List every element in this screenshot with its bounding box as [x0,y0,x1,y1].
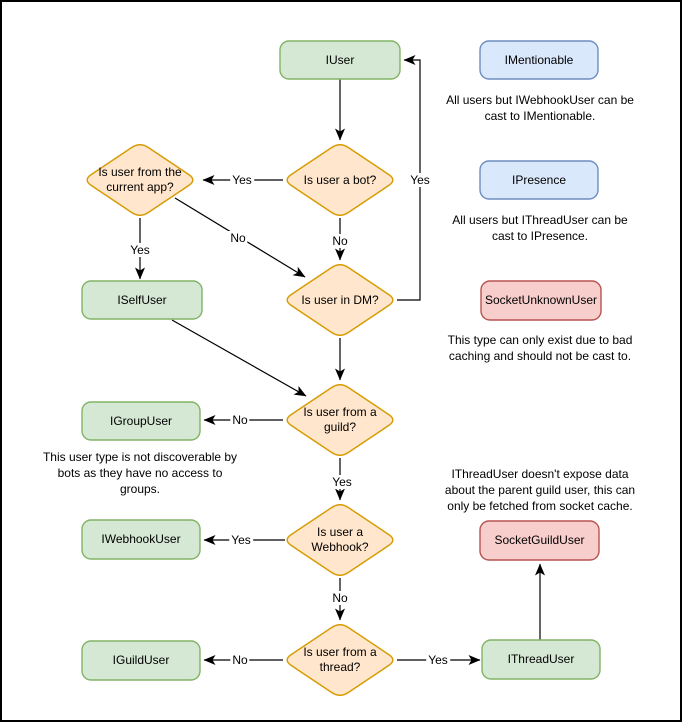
edge-label-dm-yes: Yes [408,173,432,187]
decision-is-guild-label: Is user from a guild? [303,405,377,434]
node-iwebhookuser [81,519,201,560]
annotation-imentionable: All users but IWebhookUser can be cast t… [420,92,660,124]
node-igroupuser [81,401,201,441]
node-iguilduser-label: IGuildUser [112,653,170,667]
annotation-line: This type can only exist due to bad [447,333,633,347]
annotation-line: All users but IThreadUser can be [452,213,628,227]
edge-label-webhook-yes: Yes [229,533,253,547]
node-iselfuser [81,280,203,320]
node-iwebhookuser-label: IWebhookUser [101,532,181,546]
edge-iselfuser-to-is-guild [171,319,307,397]
node-ipresence-label: IPresence [511,172,567,187]
edge-label-guild-no: No [230,413,250,427]
node-ithreaduser-label: IThreadUser [507,652,575,666]
annotation-line: IThreadUser doesn't expose data [451,467,629,481]
edge-label-guild-yes: Yes [330,475,354,489]
node-iselfuser-label: ISelfUser [117,292,167,307]
annotation-line: only be fetched from socket cache. [447,499,633,513]
node-igroupuser-label: IGroupUser [109,413,173,428]
node-socketunknownuser [480,280,602,321]
decision-is-current-app [86,144,194,216]
node-iguilduser [81,640,201,681]
decision-is-bot-label: Is user a bot? [303,172,377,187]
decision-is-webhook-label: Is user a Webhook? [311,525,369,554]
annotation-ithreaduser: IThreadUser doesn't expose data about th… [420,466,660,514]
node-ipresence [479,160,599,200]
node-ithreaduser [481,639,601,680]
decision-is-current-app-label: Is user from the current app? [98,165,182,194]
edge-label-webhook-no: No [330,591,350,605]
node-imentionable-label: IMentionable [504,52,574,67]
annotation-line: caching and should not be cast to. [448,349,632,363]
edge-label-bot-no: No [330,234,350,248]
node-imentionable [479,40,599,80]
decision-is-dm-label: Is user in DM? [301,292,379,307]
edge-label-thread-yes: Yes [426,653,450,667]
edge-label-current-app-yes: Yes [128,243,152,257]
node-iuser-label: IUser [325,52,355,67]
decision-is-guild [286,384,394,456]
annotation-line: cast to IPresence. [491,229,589,243]
annotation-line: cast to IMentionable. [484,109,596,123]
annotation-line: All users but IWebhookUser can be [446,93,634,107]
edge-label-current-app-no: No [228,231,248,245]
edge-label-bot-yes: Yes [230,173,254,187]
annotation-line: bots as they have no access to [57,466,223,480]
annotation-socketunknownuser: This type can only exist due to bad cach… [420,332,660,364]
node-socketguilduser [479,520,600,561]
node-socketunknownuser-label: SocketUnknownUser [484,293,598,307]
node-iuser [279,40,401,80]
annotation-line: This user type is not discoverable by [42,450,238,464]
annotation-igroupuser: This user type is not discoverable by bo… [20,449,260,497]
annotation-line: groups. [119,482,161,496]
node-socketguilduser-label: SocketGuildUser [494,533,585,547]
decision-is-bot [286,144,394,216]
annotation-line: about the parent guild user, this can [444,483,636,497]
annotation-ipresence: All users but IThreadUser can be cast to… [420,212,660,244]
decision-is-thread [286,624,394,696]
decision-is-thread-label: Is user from a thread? [303,645,377,674]
decision-is-webhook [286,504,394,576]
edge-label-thread-no: No [230,653,250,667]
decision-is-dm [286,264,394,336]
